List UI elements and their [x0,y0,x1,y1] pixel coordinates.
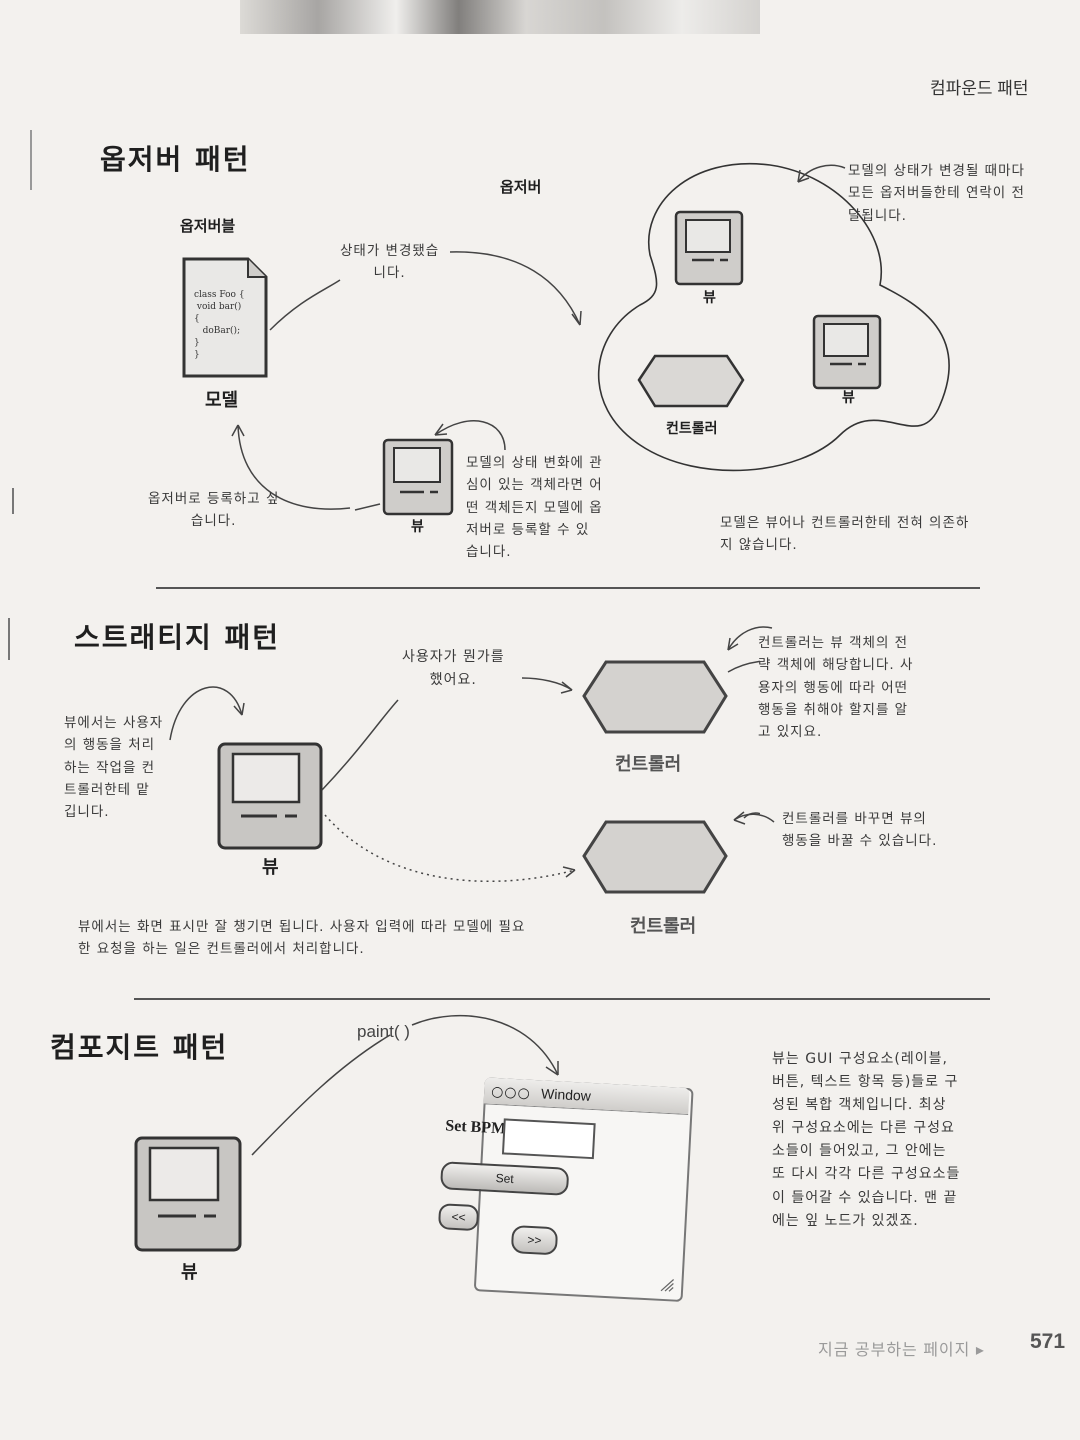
set-bpm-label: Set BPM: [444,1117,512,1138]
composite-view-label: 뷰 [181,1262,198,1283]
set-button[interactable]: Set [440,1161,570,1196]
strategy-view-label: 뷰 [262,857,279,878]
composite-arrows [251,1014,559,1156]
view-delegate-note: 뷰에서는 사용자 의 행동을 처리 하는 작업을 컨 트롤러한테 맡 깁니다. [64,715,164,821]
controller-label: 컨트롤러 [666,421,718,437]
arrow-icon [727,626,773,651]
controller-hexagon-icon [582,660,728,734]
strategy-bottom-note: 뷰에서는 화면 표시만 잘 챙기면 됩니다. 사용자 입력에 따라 모델에 필요… [78,919,526,958]
observer-arrows [231,251,582,511]
view-monitor-icon [382,438,454,516]
swap-controller-note: 컨트롤러를 바꾸면 뷰의 행동을 바꿀 수 있습니다. [782,811,938,850]
composite-note: 뷰는 GUI 구성요소(레이블, 버튼, 텍스트 항목 등)들로 구 성된 복합… [772,1051,961,1229]
page-number: 571 [1030,1330,1066,1353]
controller-hexagon-icon [637,354,745,408]
observer-cloud [597,162,950,472]
set-button-label: Set [495,1171,515,1186]
model-document: class Foo { void bar() { doBar(); } } [178,255,270,380]
controller-strategy-note: 컨트롤러는 뷰 객체의 전 략 객체에 해당합니다. 사 용자의 행동에 따라 … [758,635,914,741]
view-monitor-icon [812,314,882,390]
margin-mark [30,130,32,190]
controller-hexagon-icon [582,820,728,894]
section-divider [134,998,990,1000]
interest-note: 모델의 상태 변화에 관 심이 있는 객체라면 어 떤 객체든지 모델에 옵 저… [466,455,603,561]
prev-button-label: << [451,1209,466,1225]
model-label: 모델 [205,390,239,411]
user-did-note: 사용자가 뭔가를 했어요. [402,649,505,689]
strategy-arrows [169,660,760,883]
state-changed-note: 상태가 변경됐습 니다. [340,243,440,282]
register-note: 옵저버로 등록하고 싶 습니다. [148,491,280,530]
next-button[interactable]: >> [510,1224,559,1256]
view-label-1: 뷰 [703,290,716,306]
arrow-icon [797,164,846,183]
window-title: Window [540,1085,592,1104]
footer-text: 지금 공부하는 페이지 ▸ [818,1342,985,1359]
header-photo-strip [240,0,760,34]
strategy-title: 스트래티지 패턴 [74,621,281,654]
notify-note: 모델의 상태가 변경될 때마다 모든 옵저버들한테 연락이 전 달됩니다. [848,163,1025,224]
strategy-controller-label-1: 컨트롤러 [615,754,682,775]
document-icon [182,257,268,378]
prev-button[interactable]: << [437,1203,480,1232]
view-monitor-icon [217,742,323,850]
section-divider [156,587,980,589]
section-header: 컴파운드 패턴 [930,79,1029,98]
observer-label: 옵저버 [500,178,542,196]
observable-label: 옵저버블 [180,217,236,235]
strategy-controller-label-2: 컨트롤러 [630,916,697,937]
gui-window: ○○○ Window Set BPM: Set << >> [429,1075,694,1303]
next-button-label: >> [527,1232,542,1248]
window-controls-icon[interactable]: ○○○ [490,1083,532,1102]
arrow-icon [733,811,775,825]
view-label-3: 뷰 [411,519,424,535]
bpm-input[interactable] [501,1118,596,1160]
view-monitor-icon [134,1136,242,1252]
resize-handle-icon[interactable] [659,1277,676,1294]
independence-note: 모델은 뷰어나 컨트롤러한테 전혀 의존하 지 않습니다. [720,515,970,554]
view-monitor-icon [674,210,744,286]
paint-call-label: paint( ) [357,1022,410,1041]
observer-title: 옵저버 패턴 [100,143,251,176]
model-code: class Foo { void bar() { doBar(); } } [194,290,245,360]
composite-title: 컴포지트 패턴 [50,1031,229,1064]
view-label-2: 뷰 [842,390,855,406]
margin-mark [8,618,10,660]
margin-mark [12,488,14,514]
